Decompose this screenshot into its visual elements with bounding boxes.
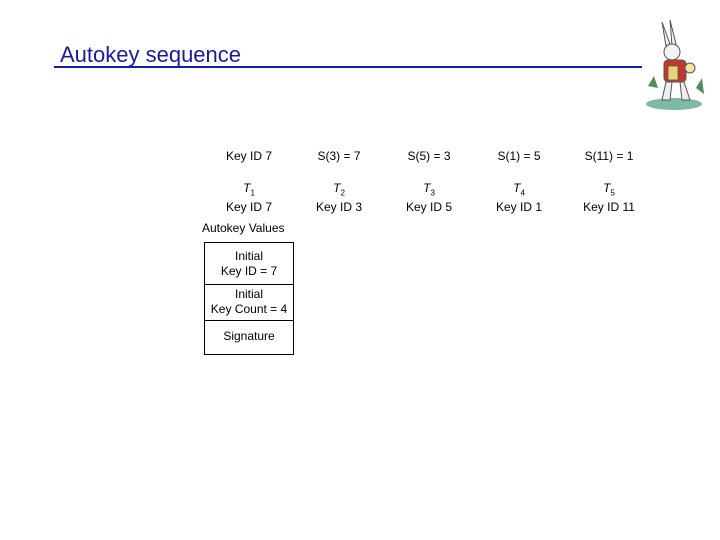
token-key-id: Key ID 11 [564,200,654,215]
token-subscript: 5 [610,188,614,197]
cell-line: Initial [205,287,293,302]
sequence-header-3: S(5) = 3 [384,149,474,163]
initial-key-count-cell: Initial Key Count = 4 [205,285,293,321]
token-key-id: Key ID 3 [294,200,384,215]
token-key-id: Key ID 7 [204,200,294,215]
sequence-header-5: S(11) = 1 [564,149,654,163]
token-key-id: Key ID 1 [474,200,564,215]
cell-line: Key Count = 4 [205,302,293,317]
autokey-values-stack: Initial Key ID = 7 Initial Key Count = 4… [204,242,294,355]
initial-key-id-cell: Initial Key ID = 7 [205,243,293,285]
cell-line: Signature [205,329,293,344]
cell-line: Initial [205,249,293,264]
token-subscript: 1 [250,188,254,197]
cell-line: Key ID = 7 [205,264,293,279]
signature-cell: Signature [205,321,293,354]
autokey-values-title: Autokey Values [202,221,285,235]
token-subscript: 3 [430,188,434,197]
white-rabbit-icon [640,16,708,112]
sequence-header-1: Key ID 7 [204,149,294,163]
token-subscript: 4 [520,188,524,197]
page-title: Autokey sequence [60,42,241,68]
token-key-id: Key ID 5 [384,200,474,215]
token-subscript: 2 [340,188,344,197]
title-underline [54,66,642,68]
sequence-header-4: S(1) = 5 [474,149,564,163]
sequence-header-2: S(3) = 7 [294,149,384,163]
